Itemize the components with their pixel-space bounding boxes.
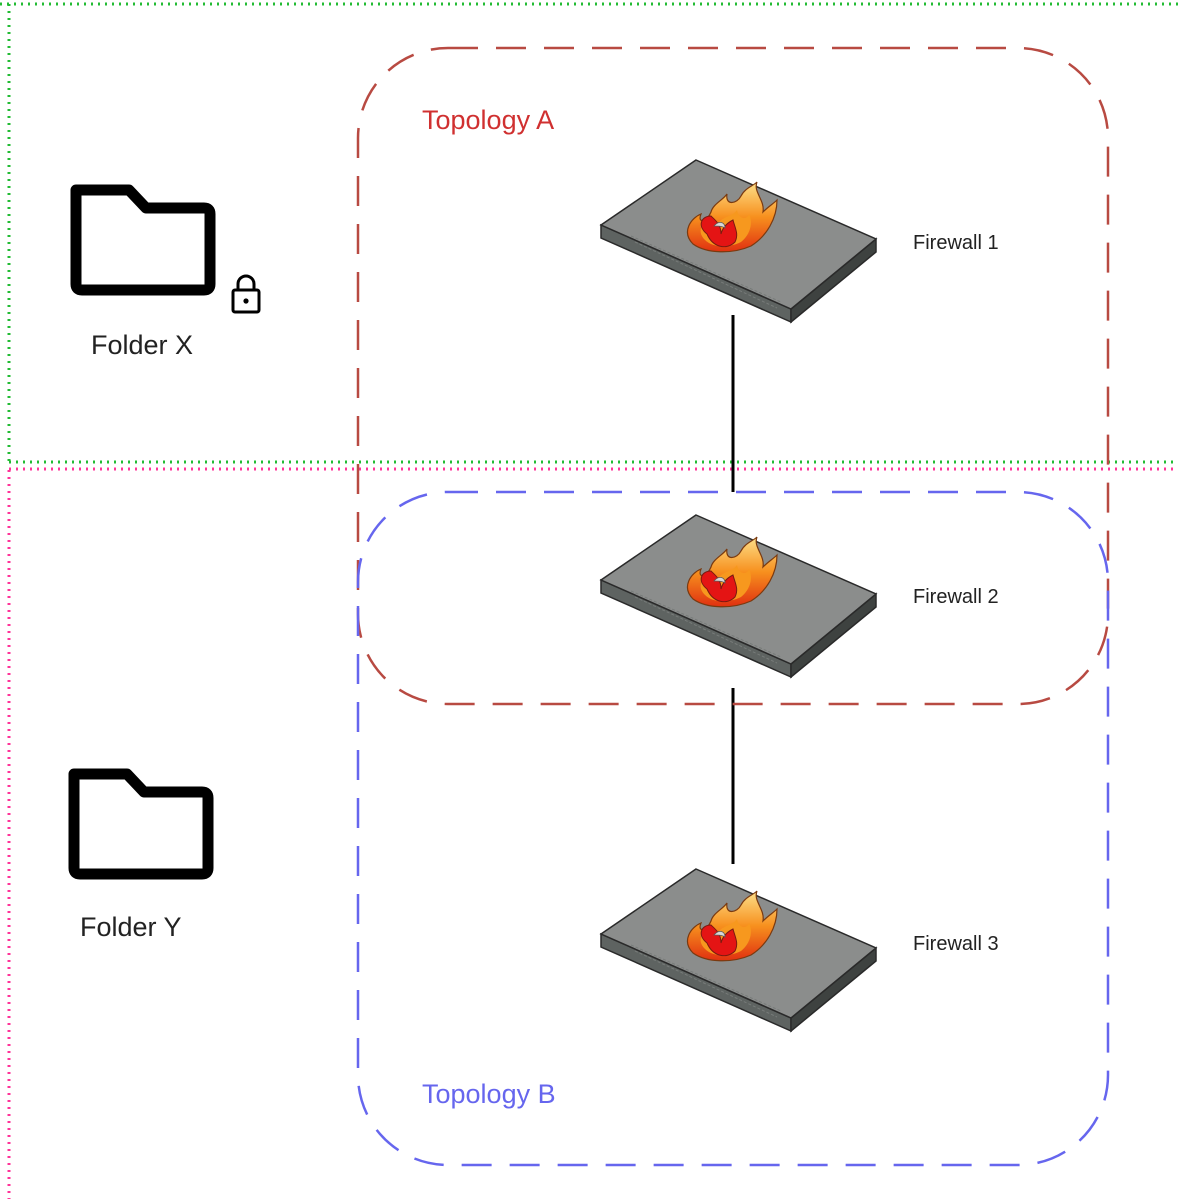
folder-x[interactable]: Folder X (70, 184, 261, 360)
lock-icon (231, 274, 261, 314)
firewall-icon (600, 514, 877, 678)
topology-a-label: Topology A (422, 105, 554, 135)
firewall-3-label: Firewall 3 (913, 933, 999, 955)
firewall-2-label: Firewall 2 (913, 586, 999, 608)
folder-icon (68, 768, 214, 880)
firewall-1[interactable]: Firewall 1 (600, 159, 999, 323)
folder-x-label: Folder X (91, 330, 193, 360)
firewall-icon (600, 868, 877, 1032)
firewall-2[interactable]: Firewall 2 (600, 514, 999, 678)
topology-a-group[interactable] (356, 46, 1110, 706)
folder-y-label: Folder Y (80, 912, 182, 942)
firewall-3[interactable]: Firewall 3 (600, 868, 999, 1032)
folder-icon (70, 184, 216, 296)
topology-b-label: Topology B (422, 1079, 556, 1109)
firewall-icon (600, 159, 877, 323)
firewall-1-label: Firewall 1 (913, 232, 999, 254)
folder-x-region (0, 2, 1178, 462)
folder-y-region (7, 467, 1178, 1199)
folder-y[interactable]: Folder Y (68, 768, 214, 942)
